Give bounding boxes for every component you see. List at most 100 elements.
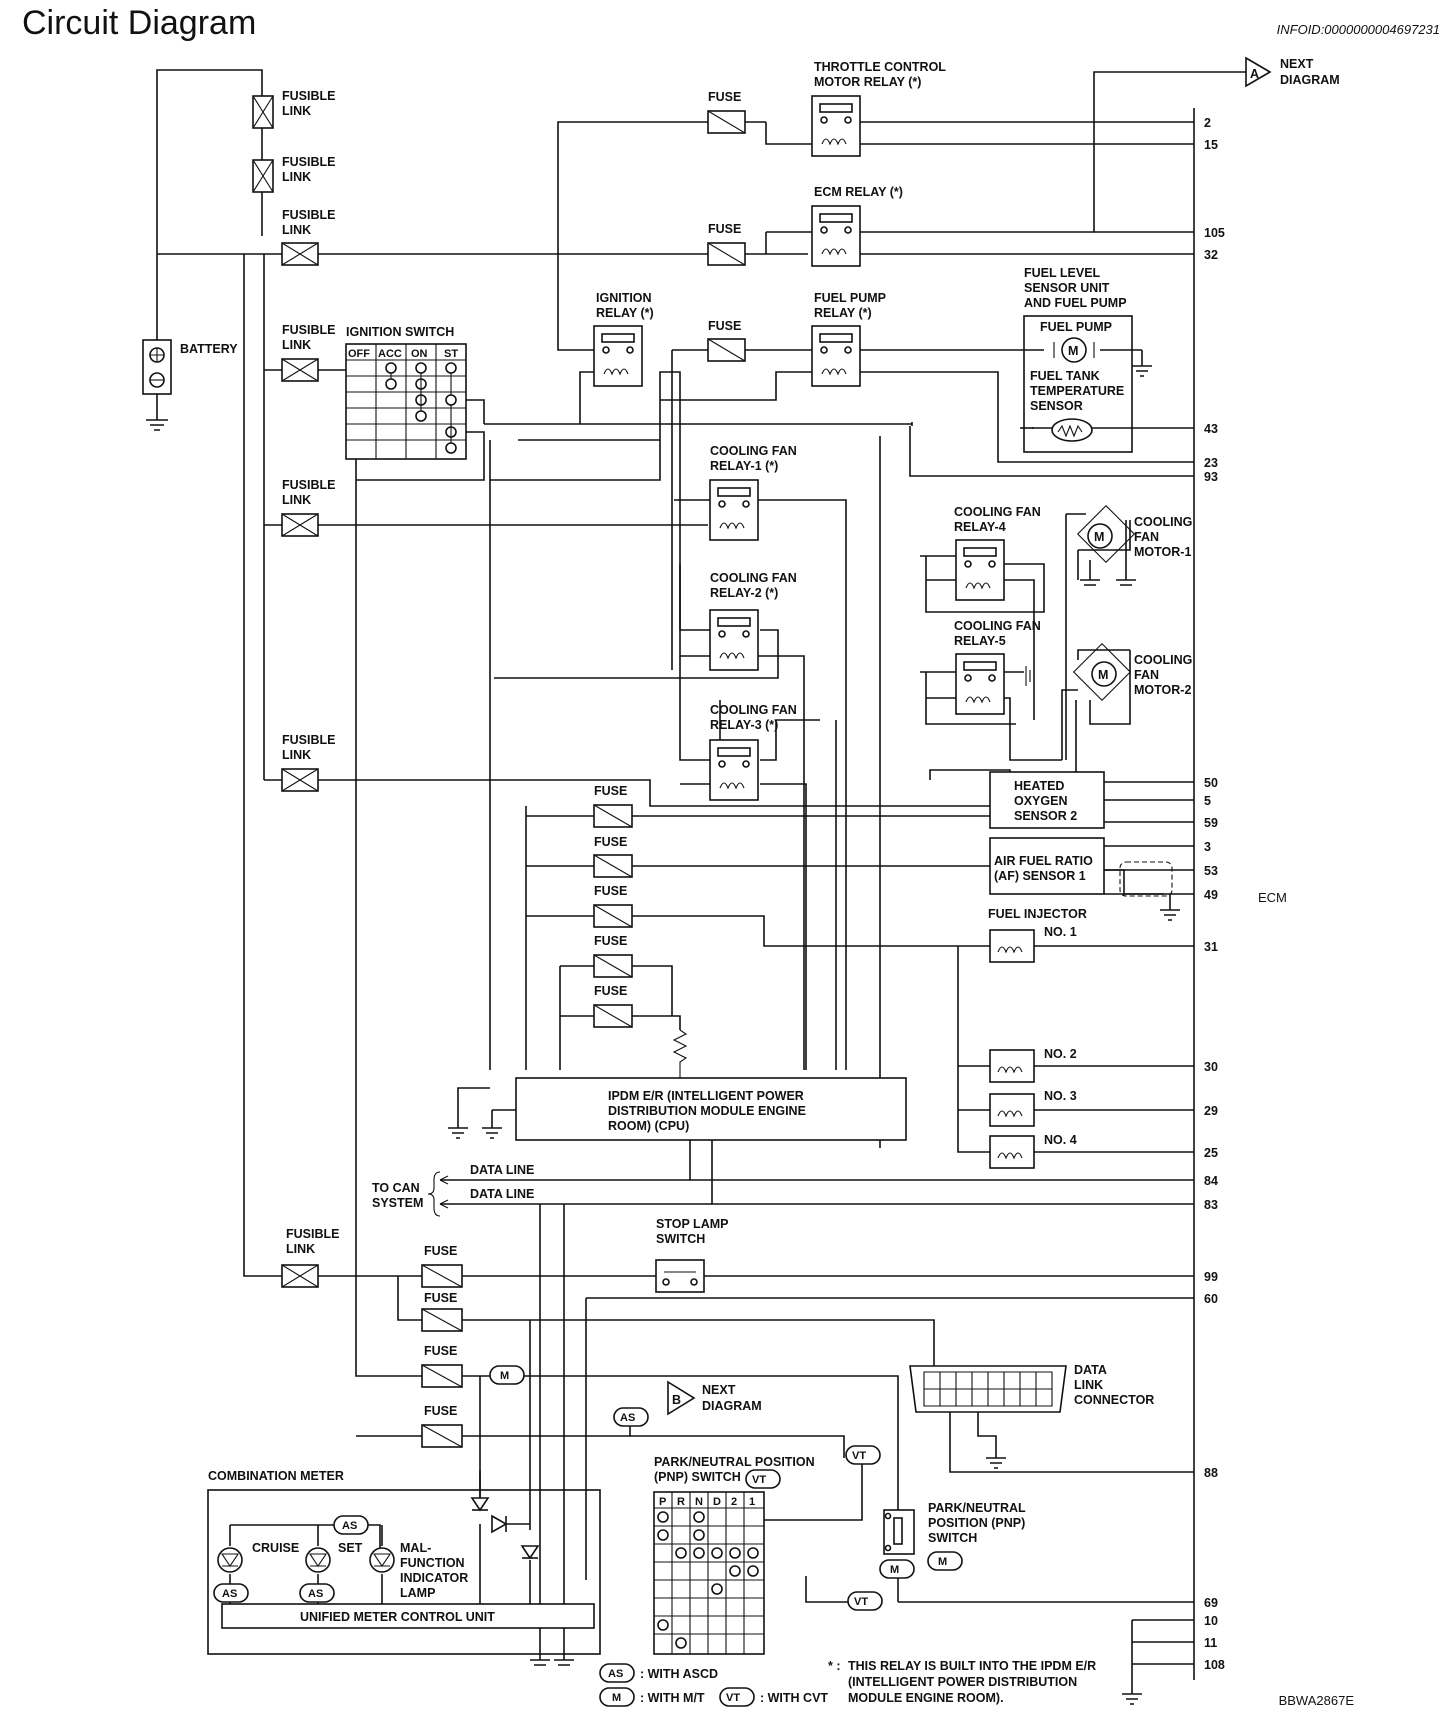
svg-text:VT: VT: [752, 1474, 766, 1486]
svg-text:COOLING FAN: COOLING FAN: [954, 505, 1041, 519]
pnp-switch-grid: PARK/NEUTRAL POSITION (PNP) SWITCH P R N…: [653, 1455, 815, 1655]
wiring: [156, 69, 1246, 1694]
svg-text:AS: AS: [308, 1588, 323, 1600]
cooling-fan-motor-1-icon: [1087, 523, 1113, 549]
ecm-pin-31: 31: [1204, 940, 1218, 954]
svg-text:M: M: [890, 1564, 899, 1576]
ecm-pin-108: 108: [1204, 1658, 1225, 1672]
svg-text:ACC: ACC: [378, 348, 402, 360]
svg-text:MOTOR RELAY (*): MOTOR RELAY (*): [814, 75, 921, 89]
svg-text:NO. 3: NO. 3: [1044, 1089, 1077, 1103]
svg-text:AS: AS: [222, 1588, 237, 1600]
svg-text:COOLING: COOLING: [1134, 515, 1192, 529]
svg-text:IPDM E/R (INTELLIGENT POWER: IPDM E/R (INTELLIGENT POWER: [608, 1089, 804, 1103]
svg-text:PARK/NEUTRAL POSITION: PARK/NEUTRAL POSITION: [654, 1455, 815, 1469]
svg-text:M: M: [1094, 530, 1104, 544]
svg-text:LINK: LINK: [282, 170, 311, 184]
svg-text:THROTTLE CONTROL: THROTTLE CONTROL: [814, 60, 946, 74]
option-tags: M AS VT M VT VT M: [489, 1365, 963, 1611]
svg-text:FUSE: FUSE: [424, 1404, 457, 1418]
next-diagram-a: A NEXT DIAGRAM: [1245, 56, 1340, 88]
svg-text:RELAY-5: RELAY-5: [954, 634, 1006, 648]
svg-text:FUSE: FUSE: [594, 784, 627, 798]
svg-text:MOTOR-2: MOTOR-2: [1134, 683, 1191, 697]
svg-text:M: M: [1068, 344, 1078, 358]
cooling-fan-motor-2-icon: [1091, 661, 1117, 687]
svg-text:DIAGRAM: DIAGRAM: [702, 1399, 762, 1413]
svg-text:COOLING FAN: COOLING FAN: [954, 619, 1041, 633]
svg-text:VT: VT: [726, 1692, 740, 1704]
svg-text:SENSOR UNIT: SENSOR UNIT: [1024, 281, 1110, 295]
svg-text:TEMPERATURE: TEMPERATURE: [1030, 384, 1124, 398]
ecm-pin-69: 69: [1204, 1596, 1218, 1610]
svg-text:DATA LINE: DATA LINE: [470, 1187, 534, 1201]
svg-text:: WITH ASCD: : WITH ASCD: [640, 1667, 718, 1681]
svg-text:N: N: [695, 1496, 703, 1508]
ecm-pin-105: 105: [1204, 226, 1225, 240]
svg-text:COOLING FAN: COOLING FAN: [710, 444, 797, 458]
combination-meter: COMBINATION METER UNIFIED METER CONTROL …: [207, 1469, 601, 1655]
ecm-pin-30: 30: [1204, 1060, 1218, 1074]
svg-text:FUSE: FUSE: [708, 222, 741, 236]
svg-text:RELAY (*): RELAY (*): [596, 306, 654, 320]
ecm-label: ECM: [1258, 890, 1287, 905]
svg-text:FUSIBLE: FUSIBLE: [282, 733, 335, 747]
svg-text:A: A: [1250, 67, 1259, 81]
svg-text:LINK: LINK: [282, 493, 311, 507]
svg-text:ST: ST: [444, 348, 458, 360]
fuse-labels: FUSE FUSE FUSE FUSE FUSE FUSE FUSE FUSE …: [424, 90, 741, 1418]
set-lamp-icon: [305, 1547, 331, 1573]
svg-text:VT: VT: [854, 1596, 868, 1608]
pnp-switch-mt: PARK/NEUTRAL POSITION (PNP) SWITCH: [883, 1501, 1026, 1555]
svg-text:HEATED: HEATED: [1014, 779, 1064, 793]
svg-text:ECM RELAY (*): ECM RELAY (*): [814, 185, 903, 199]
svg-text:D: D: [713, 1496, 721, 1508]
cooling-fan-motor-2: M COOLING FAN MOTOR-2: [1072, 642, 1192, 702]
battery-label: BATTERY: [180, 342, 238, 356]
svg-text:MODULE ENGINE ROOM).: MODULE ENGINE ROOM).: [848, 1691, 1004, 1705]
svg-text:(PNP) SWITCH: (PNP) SWITCH: [654, 1470, 741, 1484]
heated-oxygen-sensor-2: HEATED OXYGEN SENSOR 2: [989, 771, 1105, 829]
ecm-pin-43: 43: [1204, 422, 1218, 436]
ecm-pin-32: 32: [1204, 248, 1218, 262]
ecm-pin-labels: 2151053243239350559353493130292584839960…: [1204, 116, 1225, 1672]
svg-text:R: R: [677, 1496, 685, 1508]
stop-lamp-switch: STOP LAMP SWITCH: [655, 1217, 728, 1293]
svg-text:FUNCTION: FUNCTION: [400, 1556, 465, 1570]
svg-text:AS: AS: [608, 1668, 623, 1680]
svg-text:FUSE: FUSE: [594, 835, 627, 849]
ecm-pin-10: 10: [1204, 1614, 1218, 1628]
svg-text:RELAY-2 (*): RELAY-2 (*): [710, 586, 778, 600]
cruise-lamp-icon: [217, 1547, 243, 1573]
ipdm-er: IPDM E/R (INTELLIGENT POWER DISTRIBUTION…: [448, 1077, 907, 1141]
ecm-pin-3: 3: [1204, 840, 1211, 854]
svg-text:1: 1: [749, 1496, 755, 1508]
svg-text:AND FUEL PUMP: AND FUEL PUMP: [1024, 296, 1127, 310]
svg-text:INDICATOR: INDICATOR: [400, 1571, 468, 1585]
svg-text:COOLING FAN: COOLING FAN: [710, 571, 797, 585]
grounds-bottom: [530, 1659, 1142, 1705]
ignition-switch-label: IGNITION SWITCH: [346, 325, 454, 339]
svg-text:IGNITION: IGNITION: [596, 291, 652, 305]
ecm: ECM: [1193, 108, 1287, 1680]
ecm-pin-49: 49: [1204, 888, 1218, 902]
svg-text:AS: AS: [342, 1520, 357, 1532]
svg-text:SYSTEM: SYSTEM: [372, 1196, 423, 1210]
svg-text:P: P: [659, 1496, 666, 1508]
svg-text:POSITION (PNP): POSITION (PNP): [928, 1516, 1025, 1530]
ecm-pin-83: 83: [1204, 1198, 1218, 1212]
diagram-code: BBWA2867E: [1278, 1693, 1354, 1708]
cooling-fan-motor-1: M COOLING FAN MOTOR-1: [1076, 504, 1192, 586]
svg-text:SENSOR: SENSOR: [1030, 399, 1083, 413]
svg-text:OXYGEN: OXYGEN: [1014, 794, 1068, 808]
ecm-pin-5: 5: [1204, 794, 1211, 808]
svg-text:FUEL PUMP: FUEL PUMP: [1040, 320, 1112, 334]
svg-text:FUSE: FUSE: [708, 90, 741, 104]
svg-text:VT: VT: [852, 1450, 866, 1462]
svg-text:LINK: LINK: [1074, 1378, 1103, 1392]
svg-text:: WITH M/T: : WITH M/T: [640, 1691, 705, 1705]
svg-text:(AF) SENSOR 1: (AF) SENSOR 1: [994, 869, 1086, 883]
svg-text:FUSE: FUSE: [594, 934, 627, 948]
